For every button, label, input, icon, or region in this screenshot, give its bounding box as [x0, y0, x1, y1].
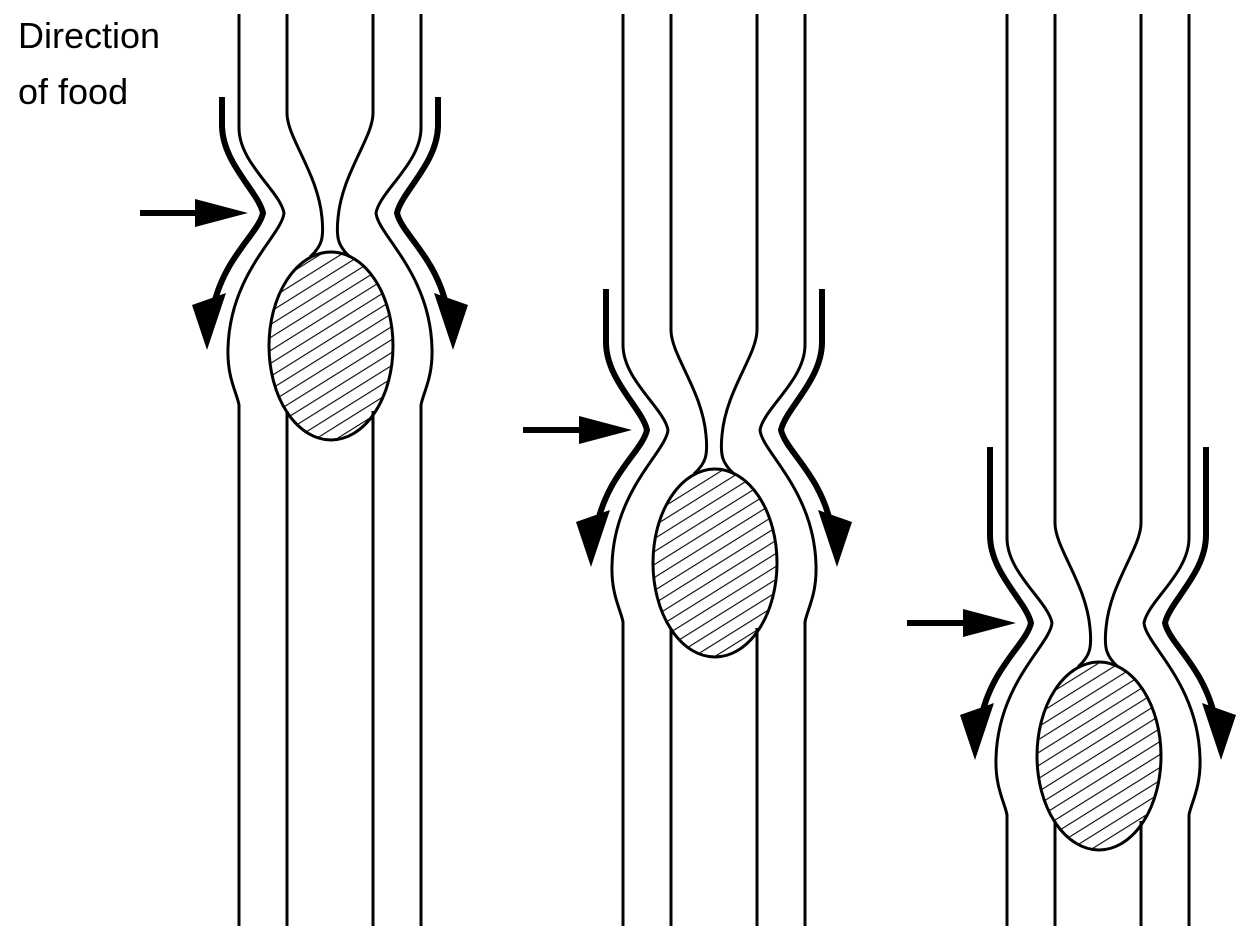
contraction-arrowhead [579, 416, 632, 444]
flow-arrowhead-left [192, 293, 226, 350]
outer-wall-left [994, 14, 1054, 926]
label-line-2: of food [18, 71, 129, 112]
label-line-1: Direction [18, 15, 161, 56]
outer-wall-left [610, 14, 670, 926]
food-bolus [651, 467, 779, 659]
inner-wall-top-right [335, 14, 375, 259]
panel-stage-3 [907, 14, 1236, 926]
outer-wall-right [374, 14, 434, 926]
flow-arrow-left [593, 289, 650, 531]
outer-wall-right [758, 14, 818, 926]
outer-wall-right [1142, 14, 1202, 926]
flow-arrow-left [209, 97, 266, 314]
outer-wall-left [226, 14, 286, 926]
flow-arrow-right [394, 97, 451, 314]
panel-stage-2 [523, 14, 852, 926]
inner-wall-top-left [669, 14, 709, 476]
flow-arrow-left [977, 447, 1034, 724]
direction-of-food-label: Direction of food [18, 8, 160, 120]
inner-wall-top-left [1053, 14, 1093, 669]
inner-wall-top-right [1103, 14, 1143, 669]
flow-arrowhead-left [576, 510, 610, 567]
flow-arrowhead-right [1202, 703, 1236, 760]
panel-stage-1 [140, 14, 468, 926]
flow-arrow-right [1162, 447, 1219, 724]
flow-arrowhead-right [818, 510, 852, 567]
inner-wall-top-left [285, 14, 325, 259]
contraction-arrowhead [195, 199, 248, 227]
food-bolus [267, 250, 395, 442]
flow-arrowhead-left [960, 703, 994, 760]
food-bolus [1035, 660, 1163, 852]
flow-arrowhead-right [434, 293, 468, 350]
flow-arrow-right [778, 289, 835, 531]
inner-wall-top-right [719, 14, 759, 476]
contraction-arrowhead [963, 609, 1016, 637]
